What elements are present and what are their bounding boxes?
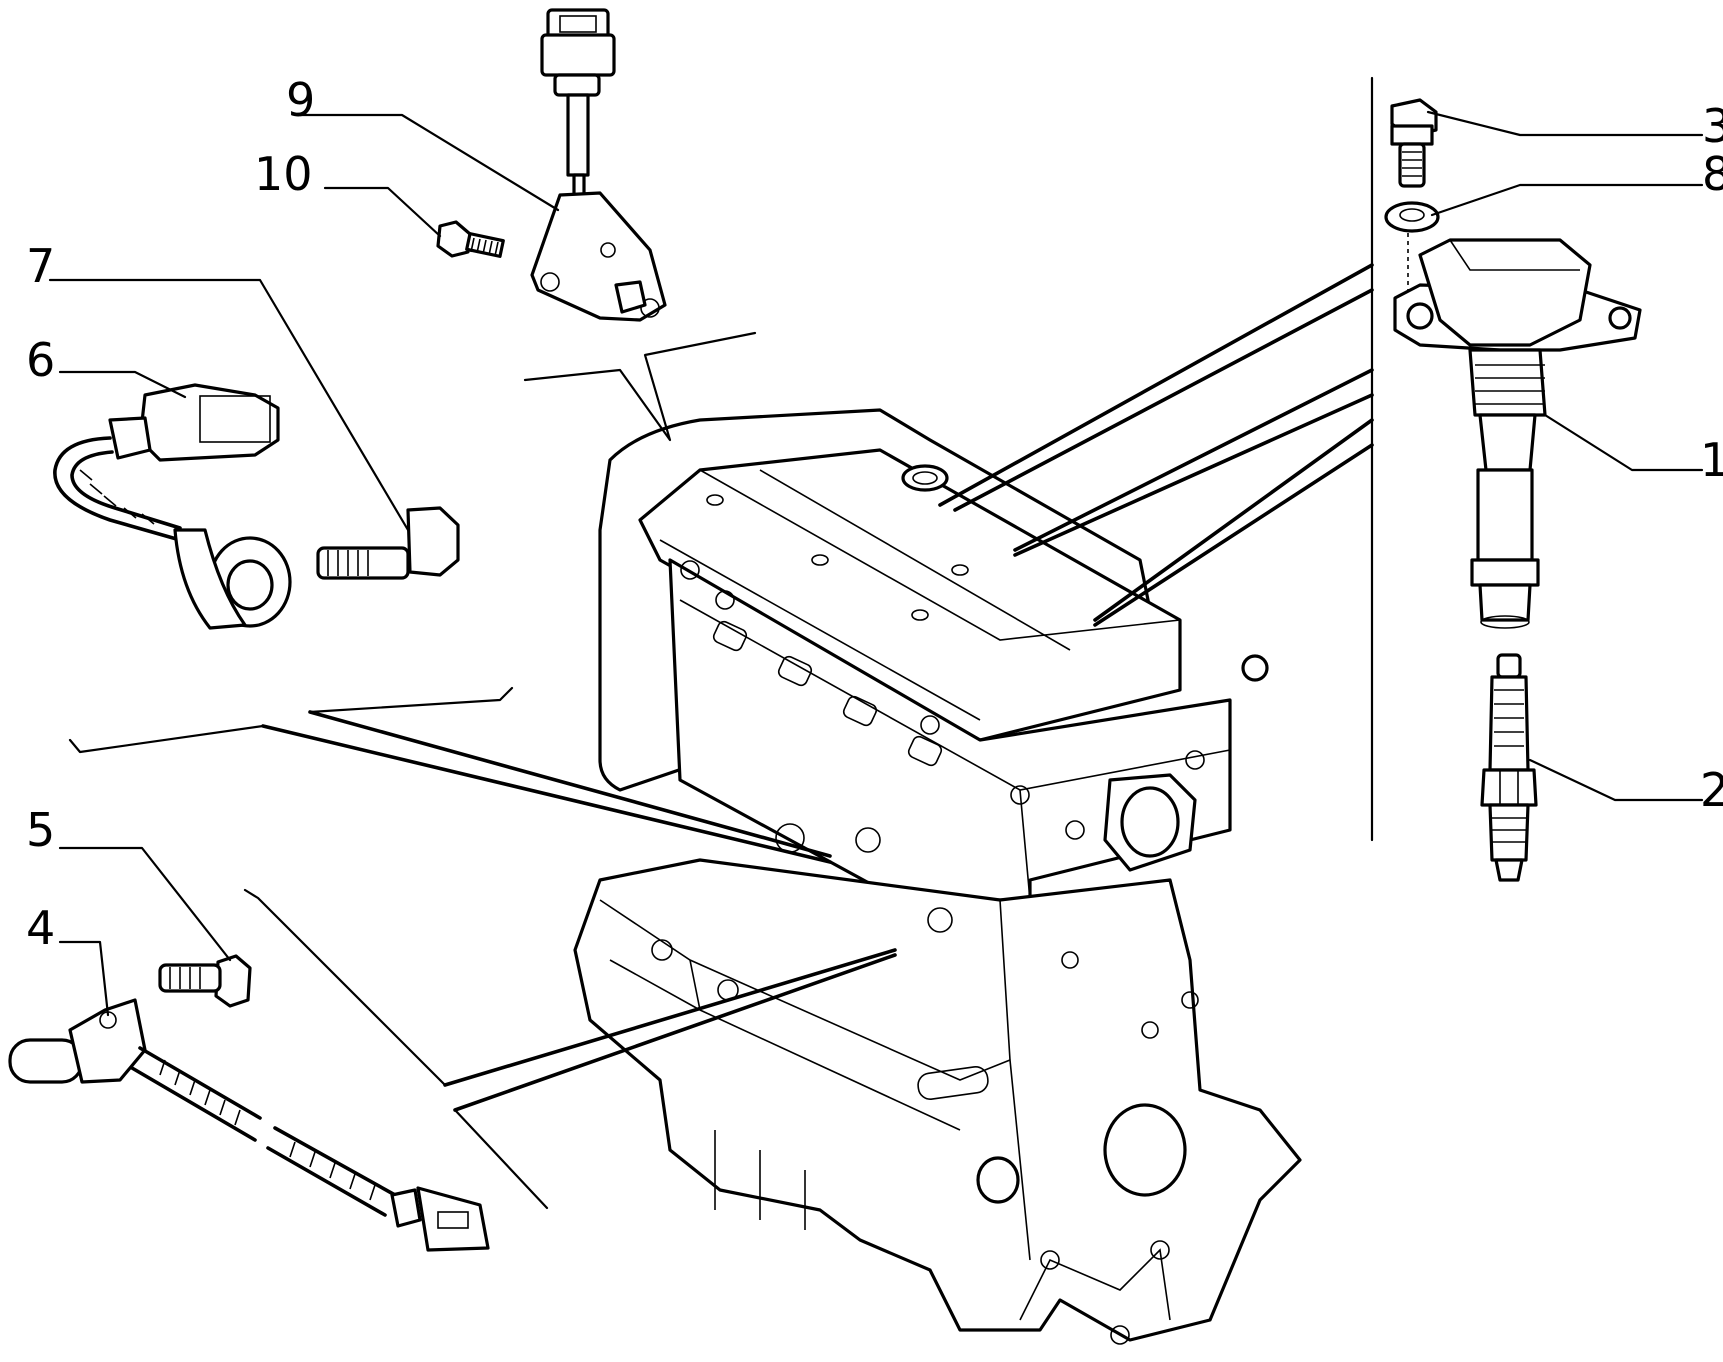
knock-sensor-icon	[53, 383, 292, 630]
camshaft-sensor-icon	[530, 8, 667, 322]
callout-5: 5	[26, 803, 55, 857]
washer-icon	[1384, 201, 1440, 300]
bolt-icon	[158, 954, 252, 1008]
engine-block-icon	[573, 408, 1302, 1345]
ignition-coil-icon	[1393, 238, 1642, 629]
bolt-icon	[316, 506, 460, 580]
callout-labels: 3 8 1 2 9 10 7 6 5 4	[26, 73, 1723, 955]
callout-1: 1	[1700, 433, 1723, 487]
callout-9: 9	[286, 73, 315, 127]
callout-4: 4	[26, 901, 55, 955]
callout-7: 7	[26, 239, 55, 293]
callout-2: 2	[1700, 763, 1723, 817]
crankshaft-sensor-icon	[8, 998, 490, 1252]
bolt-icon	[436, 220, 505, 258]
bolt-icon	[1390, 98, 1438, 188]
callout-10: 10	[254, 147, 313, 201]
callout-8: 8	[1702, 147, 1723, 201]
spark-plug-icon	[1480, 653, 1538, 882]
leader-brackets	[68, 76, 1374, 1210]
callout-leaders	[48, 110, 1704, 1017]
callout-3: 3	[1702, 99, 1723, 153]
callout-6: 6	[26, 333, 55, 387]
